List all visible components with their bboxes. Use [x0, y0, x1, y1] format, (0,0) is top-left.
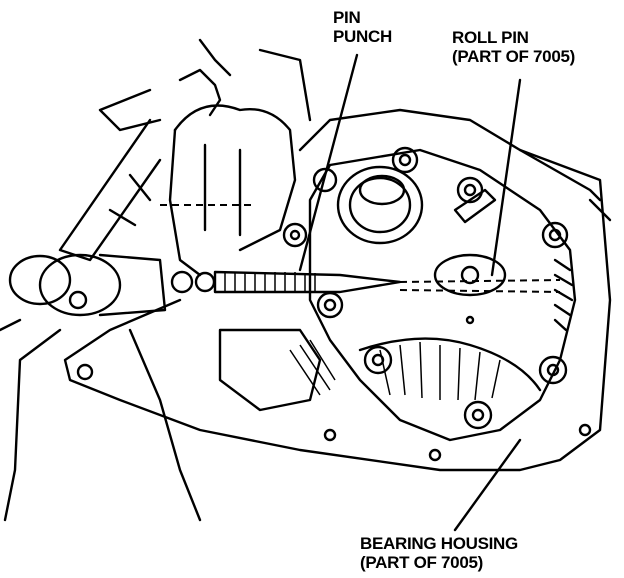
roll-pin-leader — [490, 78, 522, 277]
label-line: BEARING HOUSING — [360, 534, 518, 553]
transmission-case — [63, 108, 612, 472]
bearing-housing — [308, 148, 577, 442]
pin-punch — [213, 270, 561, 294]
roll-pin-label: ROLL PIN (PART OF 7005) — [452, 28, 575, 66]
label-line: (PART OF 7005) — [360, 553, 484, 572]
pin-punch-leader — [298, 53, 359, 272]
label-line: PIN — [333, 8, 361, 27]
label-line: PUNCH — [333, 27, 392, 46]
hand-with-hammer — [0, 38, 312, 522]
label-line: (PART OF 7005) — [452, 47, 576, 66]
bearing-housing-label: BEARING HOUSING (PART OF 7005) — [360, 534, 518, 572]
label-line: ROLL PIN — [452, 28, 529, 47]
bearing-housing-leader — [453, 438, 522, 532]
pin-punch-label: PIN PUNCH — [333, 8, 392, 46]
